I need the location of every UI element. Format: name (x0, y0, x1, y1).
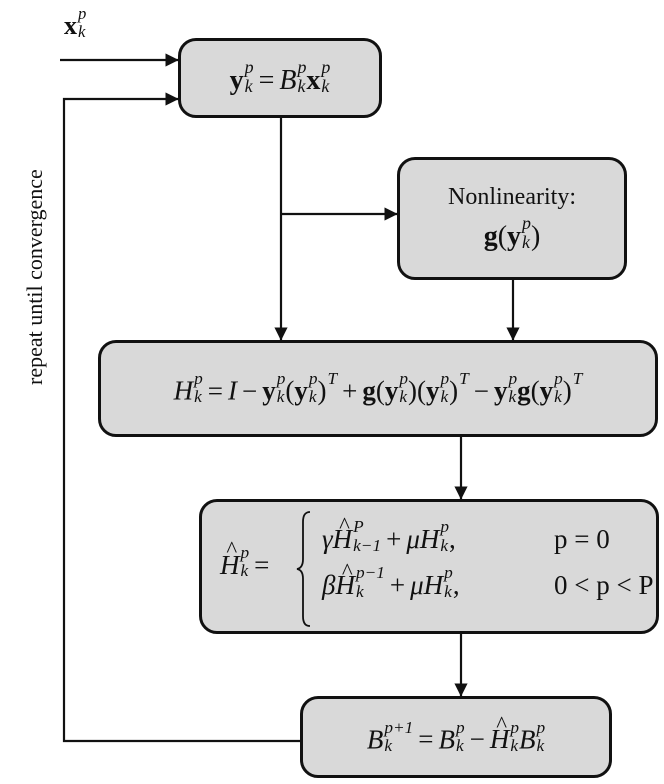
h-update-box: Hpk=I−ypk(ypk)T​+g(ypk)(ypk)T​−ypkg(ypk)… (98, 340, 658, 437)
cases-brace (296, 511, 311, 627)
nonlinearity-title: Nonlinearity: (448, 183, 576, 210)
feedback-loop-line (62, 92, 300, 743)
loop-label: repeat until convergence (22, 169, 47, 385)
